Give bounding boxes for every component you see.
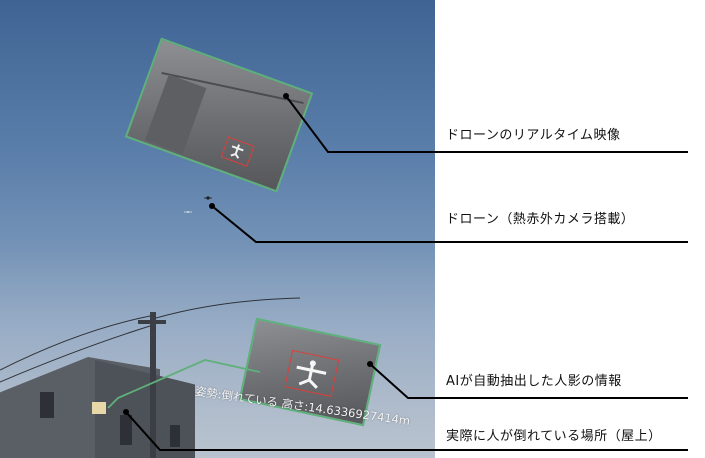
ai-connector-line <box>107 359 261 409</box>
utility-pole <box>150 312 156 458</box>
callout-location: 実際に人が倒れている場所（屋上） <box>446 429 662 444</box>
utility-pole-arm <box>138 320 166 324</box>
ai-detection-frame <box>238 317 382 427</box>
rooftop-highlight <box>92 402 106 414</box>
person-silhouette-icon <box>296 360 327 389</box>
person-silhouette-icon <box>230 144 244 159</box>
callout-ai-person: AIが自動抽出した人影の情報 <box>446 374 622 389</box>
callout-realtime-feed: ドローンのリアルタイム映像 <box>446 128 621 143</box>
drone-icon <box>184 196 212 213</box>
power-lines <box>0 297 301 383</box>
realtime-feed-frame <box>124 37 314 193</box>
camera-scene: 姿勢:倒れている 高さ:14.6336927414m <box>0 0 435 458</box>
building-window <box>40 392 54 418</box>
callout-drone: ドローン（熱赤外カメラ搭載） <box>446 212 635 227</box>
